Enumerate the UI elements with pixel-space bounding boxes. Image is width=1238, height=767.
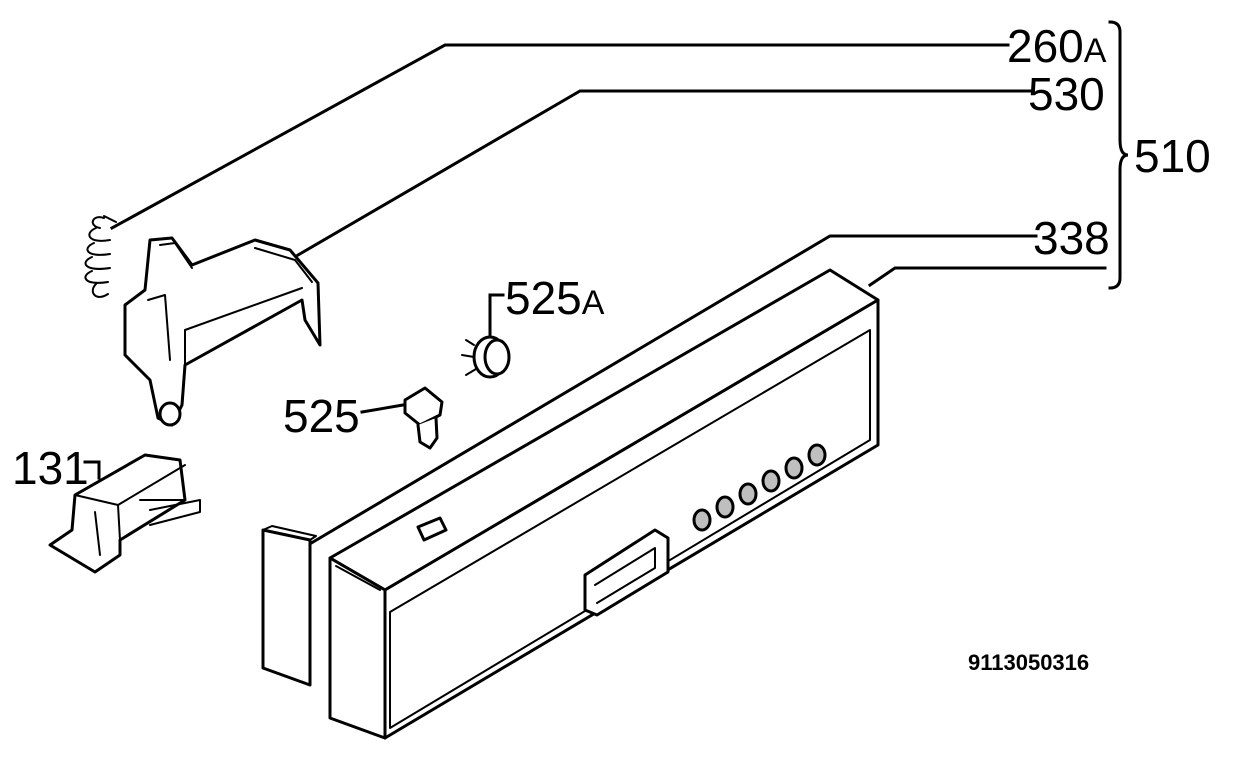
- callout-131: 131: [12, 442, 89, 494]
- knob-525-part: [403, 386, 444, 450]
- callout-338: 338: [1033, 212, 1110, 264]
- leader-260a: [109, 43, 1010, 231]
- leader-panel: [867, 266, 1107, 288]
- end-cap-part: [261, 525, 317, 687]
- leader-338: [305, 234, 1038, 548]
- callout-525: 525: [283, 390, 360, 442]
- spring-part: [84, 215, 117, 298]
- callout-530: 530: [1028, 68, 1105, 120]
- bracket-lever-part: [123, 236, 322, 427]
- leader-530: [295, 89, 1032, 258]
- leader-525: [360, 403, 405, 414]
- button-525a-part: [461, 335, 511, 379]
- group-brace-510: [1108, 20, 1129, 290]
- control-panel-part: [328, 268, 880, 740]
- document-number: 9113050316: [968, 650, 1089, 675]
- leader-525a: [488, 293, 505, 344]
- callout-525a: 525A: [505, 272, 605, 324]
- leader-131: [83, 460, 101, 480]
- leader-lines: [83, 43, 1107, 548]
- callout-510: 510: [1134, 130, 1211, 182]
- dial-row: [692, 443, 827, 532]
- clip-part: [48, 453, 201, 574]
- callout-260a: 260A: [1007, 20, 1107, 72]
